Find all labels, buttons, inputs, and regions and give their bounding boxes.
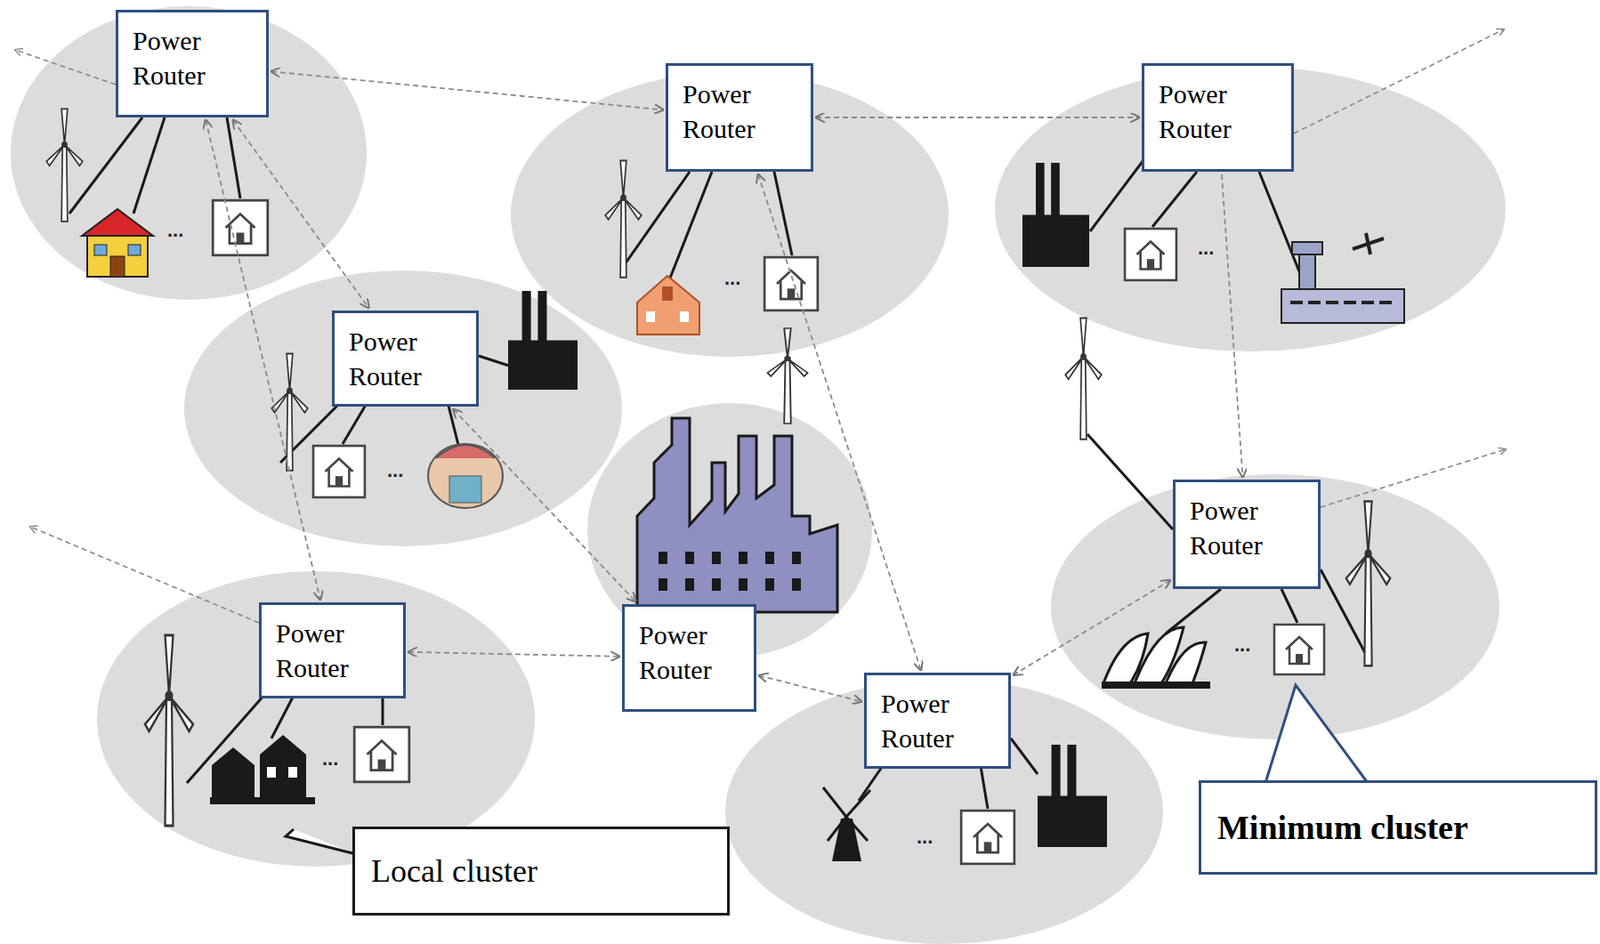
ellipsis-mark: ...	[1234, 633, 1251, 657]
ellipsis-mark: ...	[387, 459, 404, 483]
power-router-box: Power Router	[331, 310, 479, 407]
power-router-box: Power Router	[258, 602, 406, 699]
callout-text: Minimum cluster	[1217, 808, 1579, 848]
ellipsis-mark: ...	[916, 825, 933, 849]
callout-text: Local cluster	[371, 852, 712, 890]
power-link	[205, 120, 321, 600]
power-router-box: Power Router	[864, 672, 1011, 769]
power-link	[271, 71, 663, 110]
router-label: Power Router	[880, 686, 994, 756]
router-label: Power Router	[1158, 76, 1277, 146]
router-label: Power Router	[348, 323, 462, 394]
power-router-box: Power Router	[115, 9, 269, 118]
power-link	[453, 409, 637, 602]
ellipsis-mark: ...	[724, 266, 741, 291]
power-link	[408, 652, 620, 657]
ellipsis-mark: ...	[322, 747, 339, 771]
power-link	[758, 174, 922, 671]
router-label: Power Router	[682, 76, 797, 146]
power-link	[1013, 580, 1171, 675]
power-router-box: Power Router	[622, 604, 757, 712]
router-label: Power Router	[275, 615, 389, 686]
ellipsis-mark: ...	[167, 218, 184, 243]
power-link	[816, 116, 1140, 119]
router-label: Power Router	[132, 23, 252, 93]
power-link	[233, 120, 369, 308]
ellipsis-mark: ...	[1197, 236, 1214, 260]
power-link	[1221, 174, 1244, 477]
router-label: Power Router	[1189, 492, 1304, 563]
power-router-box: Power Router	[665, 63, 814, 172]
callout-box: Local cluster	[352, 826, 730, 916]
power-router-box: Power Router	[1141, 63, 1294, 172]
power-link	[759, 675, 862, 702]
callout-box: Minimum cluster	[1198, 780, 1598, 875]
router-label: Power Router	[638, 617, 740, 687]
power-router-box: Power Router	[1172, 479, 1321, 590]
